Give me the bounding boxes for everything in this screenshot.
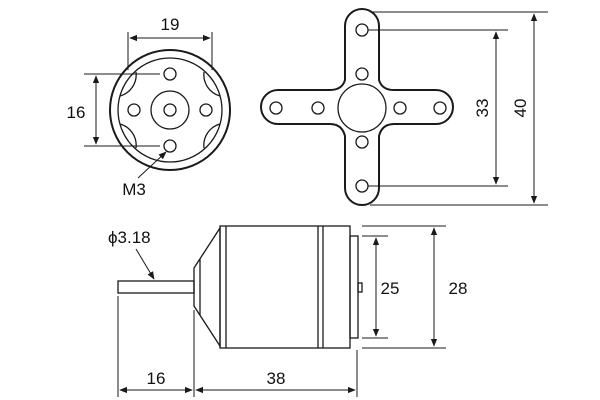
m3-leader xyxy=(137,151,167,179)
front-scallop xyxy=(119,123,137,149)
cross-hole xyxy=(311,101,325,115)
dim-label-38: 38 xyxy=(267,369,286,388)
front-view: 19 16 M3 xyxy=(67,15,231,199)
front-inner-ring xyxy=(117,57,223,163)
cross-hole xyxy=(355,67,369,81)
cross-hole xyxy=(355,135,369,149)
shaft-diameter-leader xyxy=(135,248,155,280)
dim-label-28: 28 xyxy=(449,279,468,298)
front-hub xyxy=(150,90,190,130)
side-front-cap xyxy=(193,225,221,349)
dim-label-m3: M3 xyxy=(122,180,146,199)
front-mount-hole xyxy=(163,139,177,153)
dim-label-33: 33 xyxy=(473,99,492,118)
cross-mount: 33 40 xyxy=(260,8,548,206)
side-rear-tab xyxy=(357,282,363,293)
cross-hole xyxy=(433,101,447,115)
front-outer-ring xyxy=(109,49,231,171)
front-scallop xyxy=(203,123,221,149)
side-view: ϕ3.18 25 28 16 38 xyxy=(108,225,468,397)
dim-label-19: 19 xyxy=(161,15,180,34)
side-shaft xyxy=(117,280,195,294)
side-body xyxy=(219,225,351,349)
cross-hole xyxy=(355,179,369,193)
dim-label-25: 25 xyxy=(381,279,400,298)
front-mount-hole xyxy=(127,103,141,117)
dim-label-16-front: 16 xyxy=(67,103,86,122)
dim-label-16-shaft: 16 xyxy=(147,369,166,388)
dim-label-40: 40 xyxy=(511,99,530,118)
cross-hole xyxy=(393,101,407,115)
cross-center-hole xyxy=(337,83,387,133)
front-scallop xyxy=(119,71,137,97)
front-scallop xyxy=(203,71,221,97)
cross-mount-outline xyxy=(260,8,454,206)
front-mount-hole xyxy=(163,67,177,81)
front-mount-hole xyxy=(199,103,213,117)
cross-hole xyxy=(269,101,283,115)
dim-label-shaft-diameter: ϕ3.18 xyxy=(108,228,151,247)
cross-hole xyxy=(355,23,369,37)
front-shaft-hole xyxy=(163,103,177,117)
side-rear-flange xyxy=(349,235,359,339)
